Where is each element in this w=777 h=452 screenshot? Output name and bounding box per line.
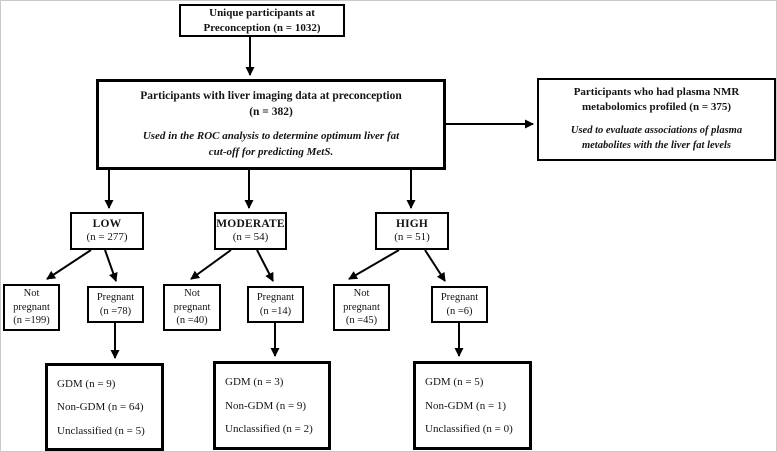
node-moderate-not-pregnant: Not pregnant (n =40) (163, 284, 221, 331)
node-nmr-title2: metabolomics profiled (n = 375) (581, 101, 732, 114)
node-low-pregnant: Pregnant (n =78) (87, 286, 144, 323)
node-nmr-title1: Participants who had plasma NMR (573, 86, 740, 99)
node-moderate-pregnant-label: Pregnant (256, 291, 295, 303)
node-low-outcomes: GDM (n = 9) Non-GDM (n = 64) Unclassifie… (45, 363, 164, 451)
arrow-high-to-pregnant (424, 249, 446, 282)
node-liver-imaging: Participants with liver imaging data at … (96, 79, 446, 170)
node-high-group: HIGH (n = 51) (375, 212, 449, 250)
node-high-not-pregnant-count: (n =45) (345, 315, 378, 327)
node-liver-title2: (n = 382) (249, 105, 293, 118)
node-low-group: LOW (n = 277) (70, 212, 144, 250)
node-unique-line1: Unique participants at (209, 6, 315, 19)
node-moderate-outcomes: GDM (n = 3) Non-GDM (n = 9) Unclassified… (213, 361, 331, 450)
node-high-pregnant: Pregnant (n =6) (431, 286, 488, 323)
node-unique-line2: Preconception (n = 1032) (203, 21, 321, 34)
arrow-low-to-pregnant (104, 249, 118, 282)
node-high-label: HIGH (395, 217, 429, 230)
node-moderate-count: (n = 54) (232, 231, 269, 244)
node-high-not-pregnant: Not pregnant (n =45) (333, 284, 390, 331)
node-low-pregnant-count: (n =78) (99, 305, 132, 317)
node-moderate-pregnant-count: (n =14) (259, 305, 292, 317)
outcome-gdm: GDM (n = 5) (425, 375, 484, 388)
outcome-gdm: GDM (n = 9) (57, 377, 116, 390)
node-nmr-note1: Used to evaluate associations of plasma (570, 125, 743, 137)
arrow-low-to-notpregnant (46, 249, 92, 280)
outcome-gdm: GDM (n = 3) (225, 375, 284, 388)
node-high-pregnant-label: Pregnant (440, 291, 479, 303)
node-nmr-note2: metabolites with the liver fat levels (581, 139, 732, 151)
node-low-pregnant-label: Pregnant (96, 291, 135, 303)
outcome-unclassified: Unclassified (n = 0) (425, 423, 513, 436)
arrow-moderate-to-pregnant (256, 249, 274, 282)
node-moderate-label: MODERATE (216, 217, 285, 230)
node-nmr-metabolomics: Participants who had plasma NMR metabolo… (537, 78, 776, 161)
node-liver-note1: Used in the ROC analysis to determine op… (142, 130, 400, 143)
node-moderate-pregnant: Pregnant (n =14) (247, 286, 304, 323)
node-high-count: (n = 51) (394, 231, 430, 244)
node-liver-note2: cut-off for predicting MetS. (208, 145, 334, 158)
node-moderate-not-pregnant-label: Not pregnant (173, 287, 211, 313)
arrow-moderate-to-notpregnant (190, 249, 232, 280)
node-unique-participants: Unique participants at Preconception (n … (179, 4, 345, 37)
node-low-not-pregnant-label: Not pregnant (13, 287, 50, 313)
outcome-non-gdm: Non-GDM (n = 64) (57, 401, 144, 413)
node-moderate-not-pregnant-count: (n =40) (176, 315, 208, 327)
outcome-non-gdm: Non-GDM (n = 9) (225, 399, 307, 412)
arrow-high-to-notpregnant (348, 249, 400, 280)
outcome-non-gdm: Non-GDM (n = 1) (425, 399, 507, 412)
node-high-not-pregnant-label: Not pregnant (343, 287, 380, 313)
outcome-unclassified: Unclassified (n = 5) (57, 424, 145, 437)
node-high-outcomes: GDM (n = 5) Non-GDM (n = 1) Unclassified… (413, 361, 532, 450)
node-liver-title1: Participants with liver imaging data at … (140, 90, 402, 103)
outcome-unclassified: Unclassified (n = 2) (225, 423, 313, 436)
node-low-count: (n = 277) (86, 231, 128, 244)
node-low-not-pregnant: Not pregnant (n =199) (3, 284, 60, 331)
node-low-not-pregnant-count: (n =199) (13, 315, 50, 327)
node-high-pregnant-count: (n =6) (446, 305, 473, 317)
node-low-label: LOW (92, 217, 122, 230)
node-moderate-group: MODERATE (n = 54) (214, 212, 287, 250)
